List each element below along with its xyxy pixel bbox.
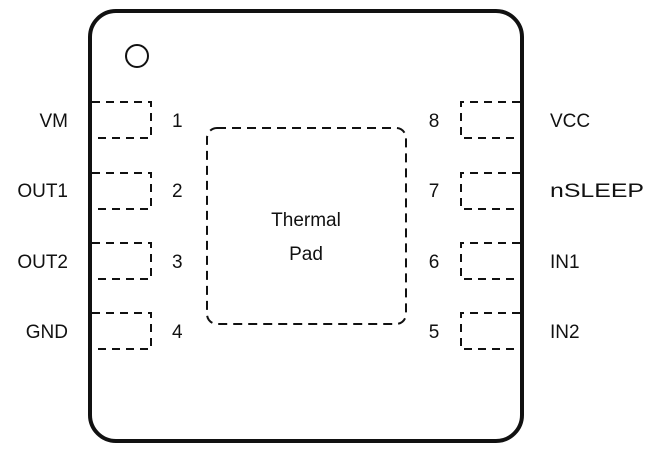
pin-name: OUT1 <box>17 181 68 202</box>
pin-number: 4 <box>172 322 183 343</box>
thermal-pad-label-line1: Thermal <box>271 210 341 231</box>
pin-pad <box>460 172 520 210</box>
pin-pad <box>460 242 520 280</box>
pin-number: 5 <box>429 322 440 343</box>
pin-name: GND <box>26 322 68 343</box>
pin-pad <box>460 312 520 350</box>
pin-name: IN1 <box>550 252 580 273</box>
pin-pad <box>92 312 152 350</box>
pin-pad <box>460 101 520 139</box>
pin-name: nSLEEP <box>550 181 644 202</box>
right-pins: 8 VCC 7 nSLEEP 6 IN1 5 IN2 <box>429 101 644 350</box>
pin-number: 1 <box>172 111 183 132</box>
pin-number: 7 <box>429 181 440 202</box>
pin-name: IN2 <box>550 322 580 343</box>
thermal-pad <box>206 127 407 325</box>
pin-name: VM <box>40 111 69 132</box>
pin-name: OUT2 <box>17 252 68 273</box>
pin-number: 6 <box>429 252 440 273</box>
pin1-marker-icon <box>125 44 149 68</box>
pin-name: VCC <box>550 111 590 132</box>
pin-number: 3 <box>172 252 183 273</box>
thermal-pad-label-line2: Pad <box>289 244 323 265</box>
left-pins: VM 1 OUT1 2 OUT2 3 GND 4 <box>17 101 183 350</box>
package-body <box>88 9 524 443</box>
pin-pad <box>92 242 152 280</box>
pin-pad <box>92 101 152 139</box>
pin-pad <box>92 172 152 210</box>
pin-number: 8 <box>429 111 440 132</box>
pin-number: 2 <box>172 181 183 202</box>
